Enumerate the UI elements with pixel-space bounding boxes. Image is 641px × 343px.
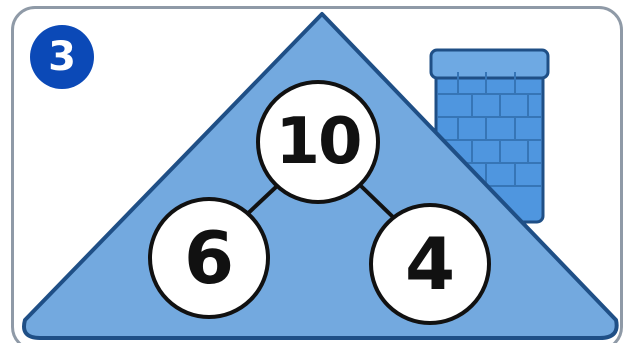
whole-number-circle: 10 (256, 80, 380, 204)
question-number: 3 (48, 34, 76, 80)
left-part-circle: 6 (148, 197, 270, 319)
whole-number: 10 (275, 110, 360, 174)
right-part-circle: 4 (369, 203, 491, 325)
right-part-number: 4 (405, 228, 455, 300)
left-part-number: 6 (184, 222, 234, 294)
question-number-badge: 3 (30, 25, 94, 89)
